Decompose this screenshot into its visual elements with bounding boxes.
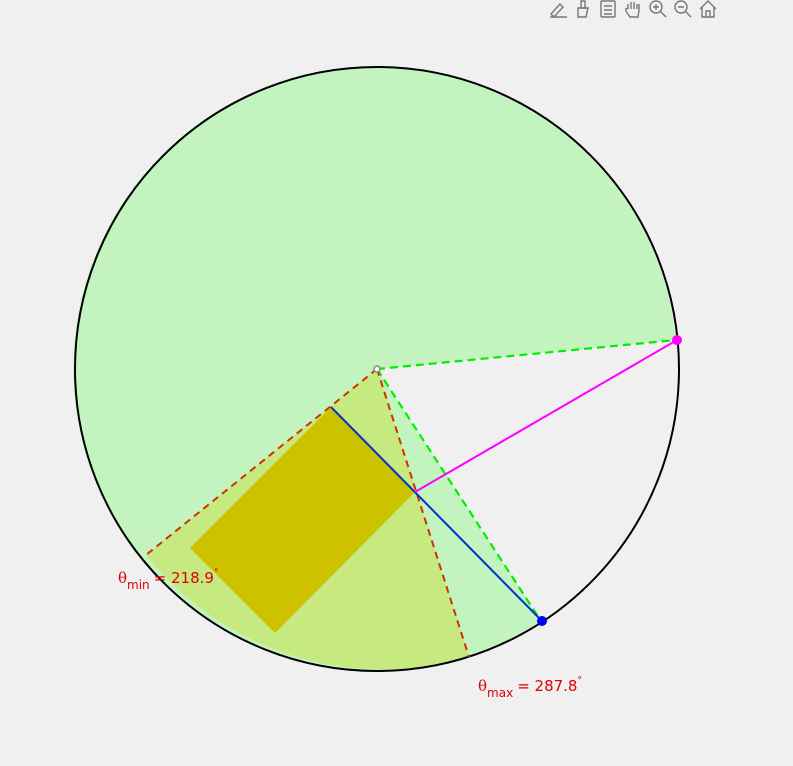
green-dashed-line-lower	[376, 368, 542, 622]
red-dashed-line-theta-max	[376, 368, 470, 658]
blue-line	[330, 406, 543, 622]
theta-max-value: = 287.8	[517, 677, 577, 695]
theta-min-subscript: min	[127, 578, 150, 592]
theta-max-symbol: θ	[478, 677, 487, 695]
theta-max-subscript: max	[487, 686, 513, 700]
green-dashed-line-right	[376, 338, 677, 371]
magenta-line	[414, 339, 678, 493]
magenta-point[interactable]	[672, 335, 682, 345]
brush-icon[interactable]	[571, 0, 594, 20]
zoom-out-icon[interactable]	[671, 0, 694, 20]
menu-list-icon[interactable]	[596, 0, 619, 20]
theta-min-symbol: θ	[118, 569, 127, 587]
theta-min-degree: °	[214, 568, 219, 578]
theta-min-label: θmin = 218.9°	[118, 568, 218, 592]
blue-point[interactable]	[537, 616, 547, 626]
red-dashed-line-theta-min	[145, 368, 378, 556]
theta-max-degree: °	[577, 676, 582, 686]
plot-toolbar	[546, 0, 719, 20]
edit-pen-icon[interactable]	[546, 0, 569, 20]
circle-outline	[74, 66, 680, 672]
theta-min-value: = 218.9	[154, 569, 214, 587]
zoom-in-icon[interactable]	[646, 0, 669, 20]
theta-max-label: θmax = 287.8°	[478, 676, 582, 700]
home-icon[interactable]	[696, 0, 719, 20]
center-point	[373, 365, 381, 373]
pan-hand-icon[interactable]	[621, 0, 644, 20]
yellow-rectangle	[190, 407, 415, 633]
